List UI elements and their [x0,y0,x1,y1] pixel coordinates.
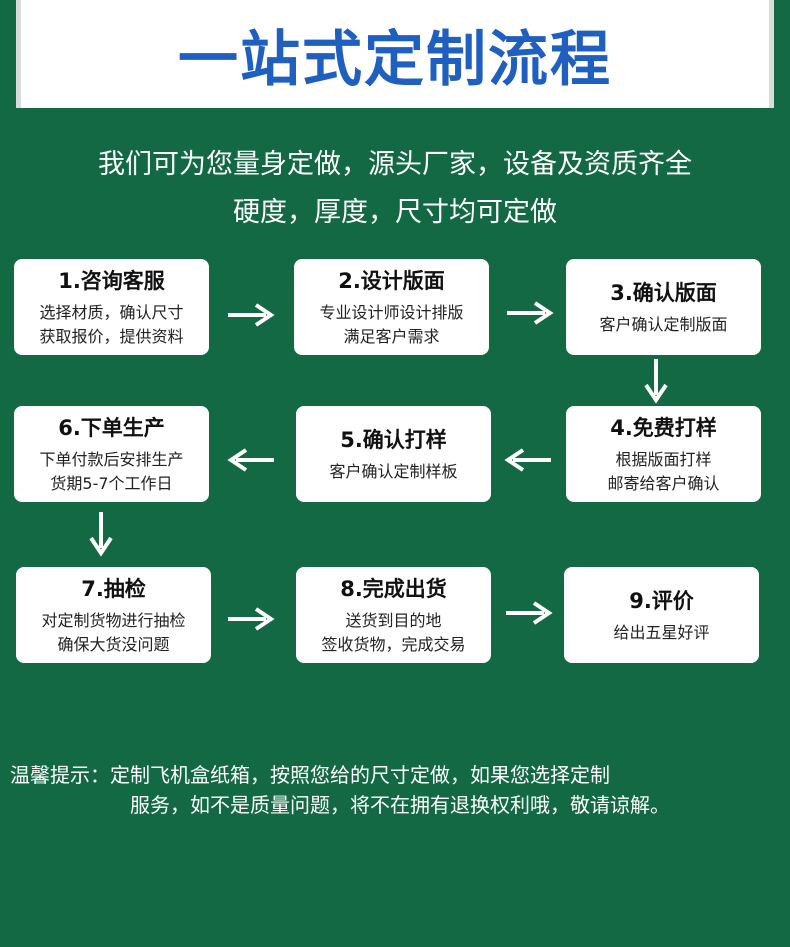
step-4-card: 4.免费打样 根据版面打样 邮寄给客户确认 [566,406,761,502]
step-3-card: 3.确认版面 客户确认定制版面 [566,259,761,355]
step-6-line-1: 下单付款后安排生产 [39,450,184,469]
step-4-line-2: 邮寄给客户确认 [607,474,720,493]
intro-line-2: 硬度，厚度，尺寸均可定做 [233,197,557,228]
arrow-left-icon [504,448,551,472]
step-2-title: 2.设计版面 [338,269,445,293]
arrow-right-icon [506,601,553,625]
arrow-right-icon [507,301,554,325]
step-7-line-1: 对定制货物进行抽检 [41,611,186,630]
step-9-line-1: 给出五星好评 [613,623,710,642]
step-3-title: 3.确认版面 [610,281,717,305]
step-6-title: 6.下单生产 [58,416,165,440]
arrow-right-icon [228,303,275,327]
step-2-line-1: 专业设计师设计排版 [319,303,464,322]
step-8-line-2: 签收货物，完成交易 [321,635,466,654]
notice-line-2: 服务，如不是质量问题，将不在拥有退换权利哦，敬请谅解。 [130,793,670,817]
step-8-title: 8.完成出货 [340,577,447,601]
step-8-card: 8.完成出货 送货到目的地 签收货物，完成交易 [296,567,491,663]
step-6-line-2: 货期5-7个工作日 [50,474,173,493]
arrow-down-icon [89,512,113,557]
step-7-title: 7.抽检 [81,577,146,601]
notice-line-1: 温馨提示：定制飞机盒纸箱，按照您给的尺寸定做，如果您选择定制 [10,763,610,787]
step-1-title: 1.咨询客服 [58,269,165,293]
step-1-line-1: 选择材质，确认尺寸 [39,303,184,322]
step-7-line-2: 确保大货没问题 [57,635,170,654]
step-9-title: 9.评价 [629,589,694,613]
arrow-down-icon [644,359,668,404]
step-5-card: 5.确认打样 客户确认定制样板 [296,406,491,502]
arrow-right-icon [228,607,275,631]
step-5-title: 5.确认打样 [340,428,447,452]
step-7-card: 7.抽检 对定制货物进行抽检 确保大货没问题 [16,567,211,663]
step-1-card: 1.咨询客服 选择材质，确认尺寸 获取报价，提供资料 [14,259,209,355]
step-4-line-1: 根据版面打样 [615,450,712,469]
page-title: 一站式定制流程 [178,24,612,95]
arrow-left-icon [227,448,274,472]
step-2-card: 2.设计版面 专业设计师设计排版 满足客户需求 [294,259,489,355]
step-3-line-1: 客户确认定制版面 [599,315,728,334]
step-9-card: 9.评价 给出五星好评 [564,567,759,663]
step-2-line-2: 满足客户需求 [343,327,440,346]
step-8-line-1: 送货到目的地 [345,611,442,630]
notice: 温馨提示：定制飞机盒纸箱，按照您给的尺寸定做，如果您选择定制 服务，如不是质量问… [10,760,785,820]
step-6-card: 6.下单生产 下单付款后安排生产 货期5-7个工作日 [14,406,209,502]
step-5-line-1: 客户确认定制样板 [329,462,458,481]
title-banner: 一站式定制流程 [16,0,774,108]
intro-line-1: 我们可为您量身定做，源头厂家，设备及资质齐全 [98,149,692,180]
step-4-title: 4.免费打样 [610,416,717,440]
step-1-line-2: 获取报价，提供资料 [39,327,184,346]
